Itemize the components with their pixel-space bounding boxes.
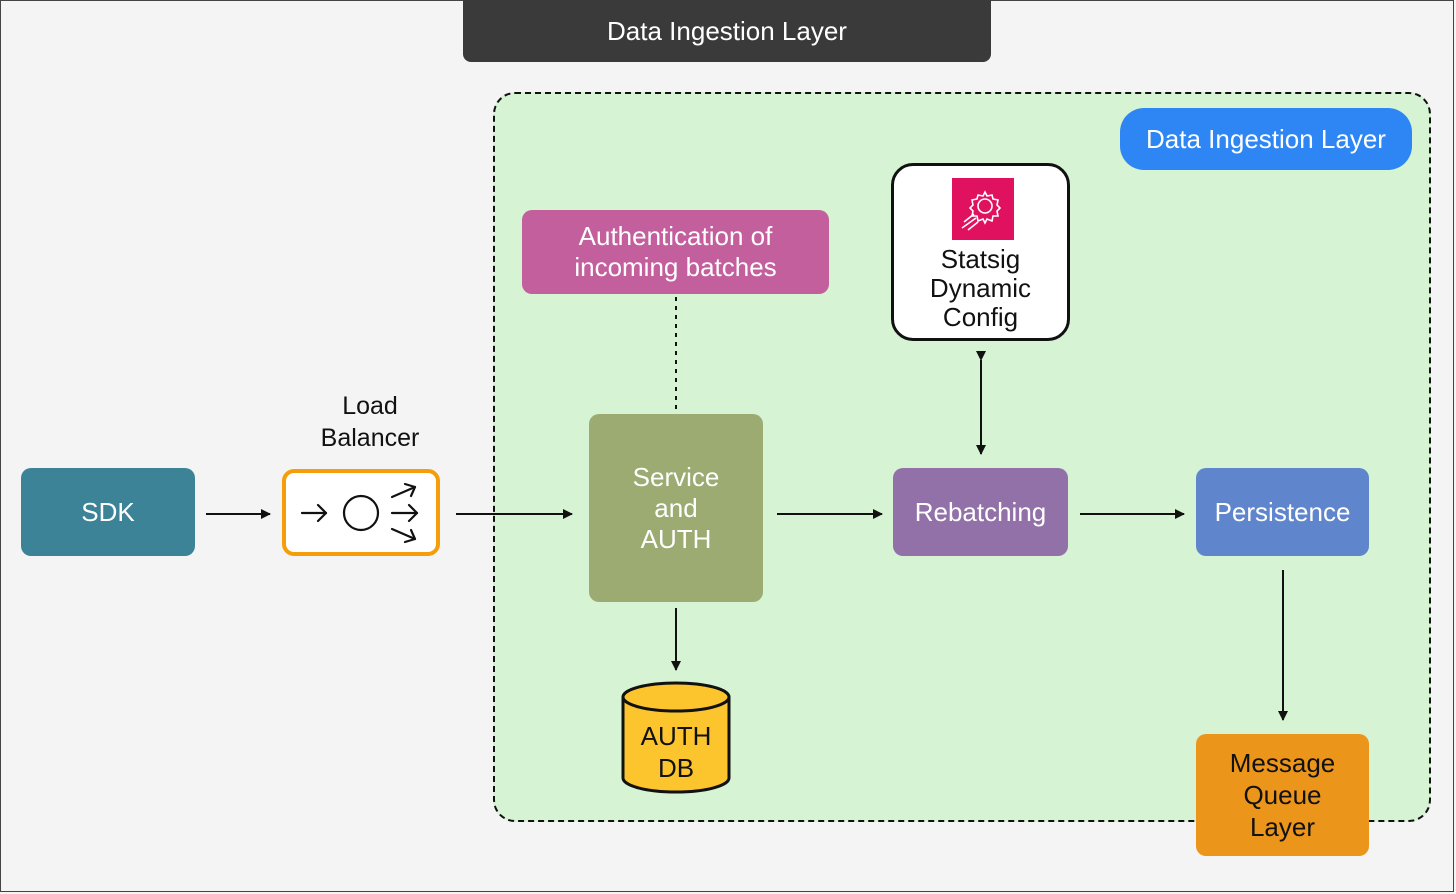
persistence-node: Persistence: [1196, 468, 1369, 556]
persistence-label: Persistence: [1214, 496, 1351, 527]
banner-title: Data Ingestion Layer: [607, 15, 847, 46]
service-auth-node: Service and AUTH: [589, 414, 763, 602]
top-banner: Data Ingestion Layer: [463, 0, 991, 62]
authentication-note: Authentication of incoming batches: [522, 210, 829, 294]
load-balancer-icon: [300, 482, 419, 544]
database-cylinder-icon: [621, 681, 731, 794]
load-balancer-node: [282, 469, 440, 556]
rebatching-label: Rebatching: [914, 496, 1047, 527]
statsig-config-node: Statsig Dynamic Config: [891, 163, 1070, 341]
message-queue-node: Message Queue Layer: [1196, 734, 1369, 856]
gear-config-icon: [952, 178, 1014, 240]
ingestion-layer-pill: Data Ingestion Layer: [1120, 108, 1412, 170]
statsig-label: Statsig Dynamic Config: [929, 244, 1032, 332]
sdk-label: SDK: [81, 496, 135, 527]
rebatching-node: Rebatching: [893, 468, 1068, 556]
auth-db-label: AUTH DB: [640, 721, 712, 783]
message-queue-label: Message Queue Layer: [1229, 748, 1336, 842]
load-balancer-label: Load Balancer: [320, 392, 420, 452]
auth-note-label: Authentication of incoming batches: [574, 221, 777, 282]
sdk-node: SDK: [21, 468, 195, 556]
service-label: Service and AUTH: [632, 461, 720, 554]
pill-label: Data Ingestion Layer: [1146, 123, 1386, 154]
